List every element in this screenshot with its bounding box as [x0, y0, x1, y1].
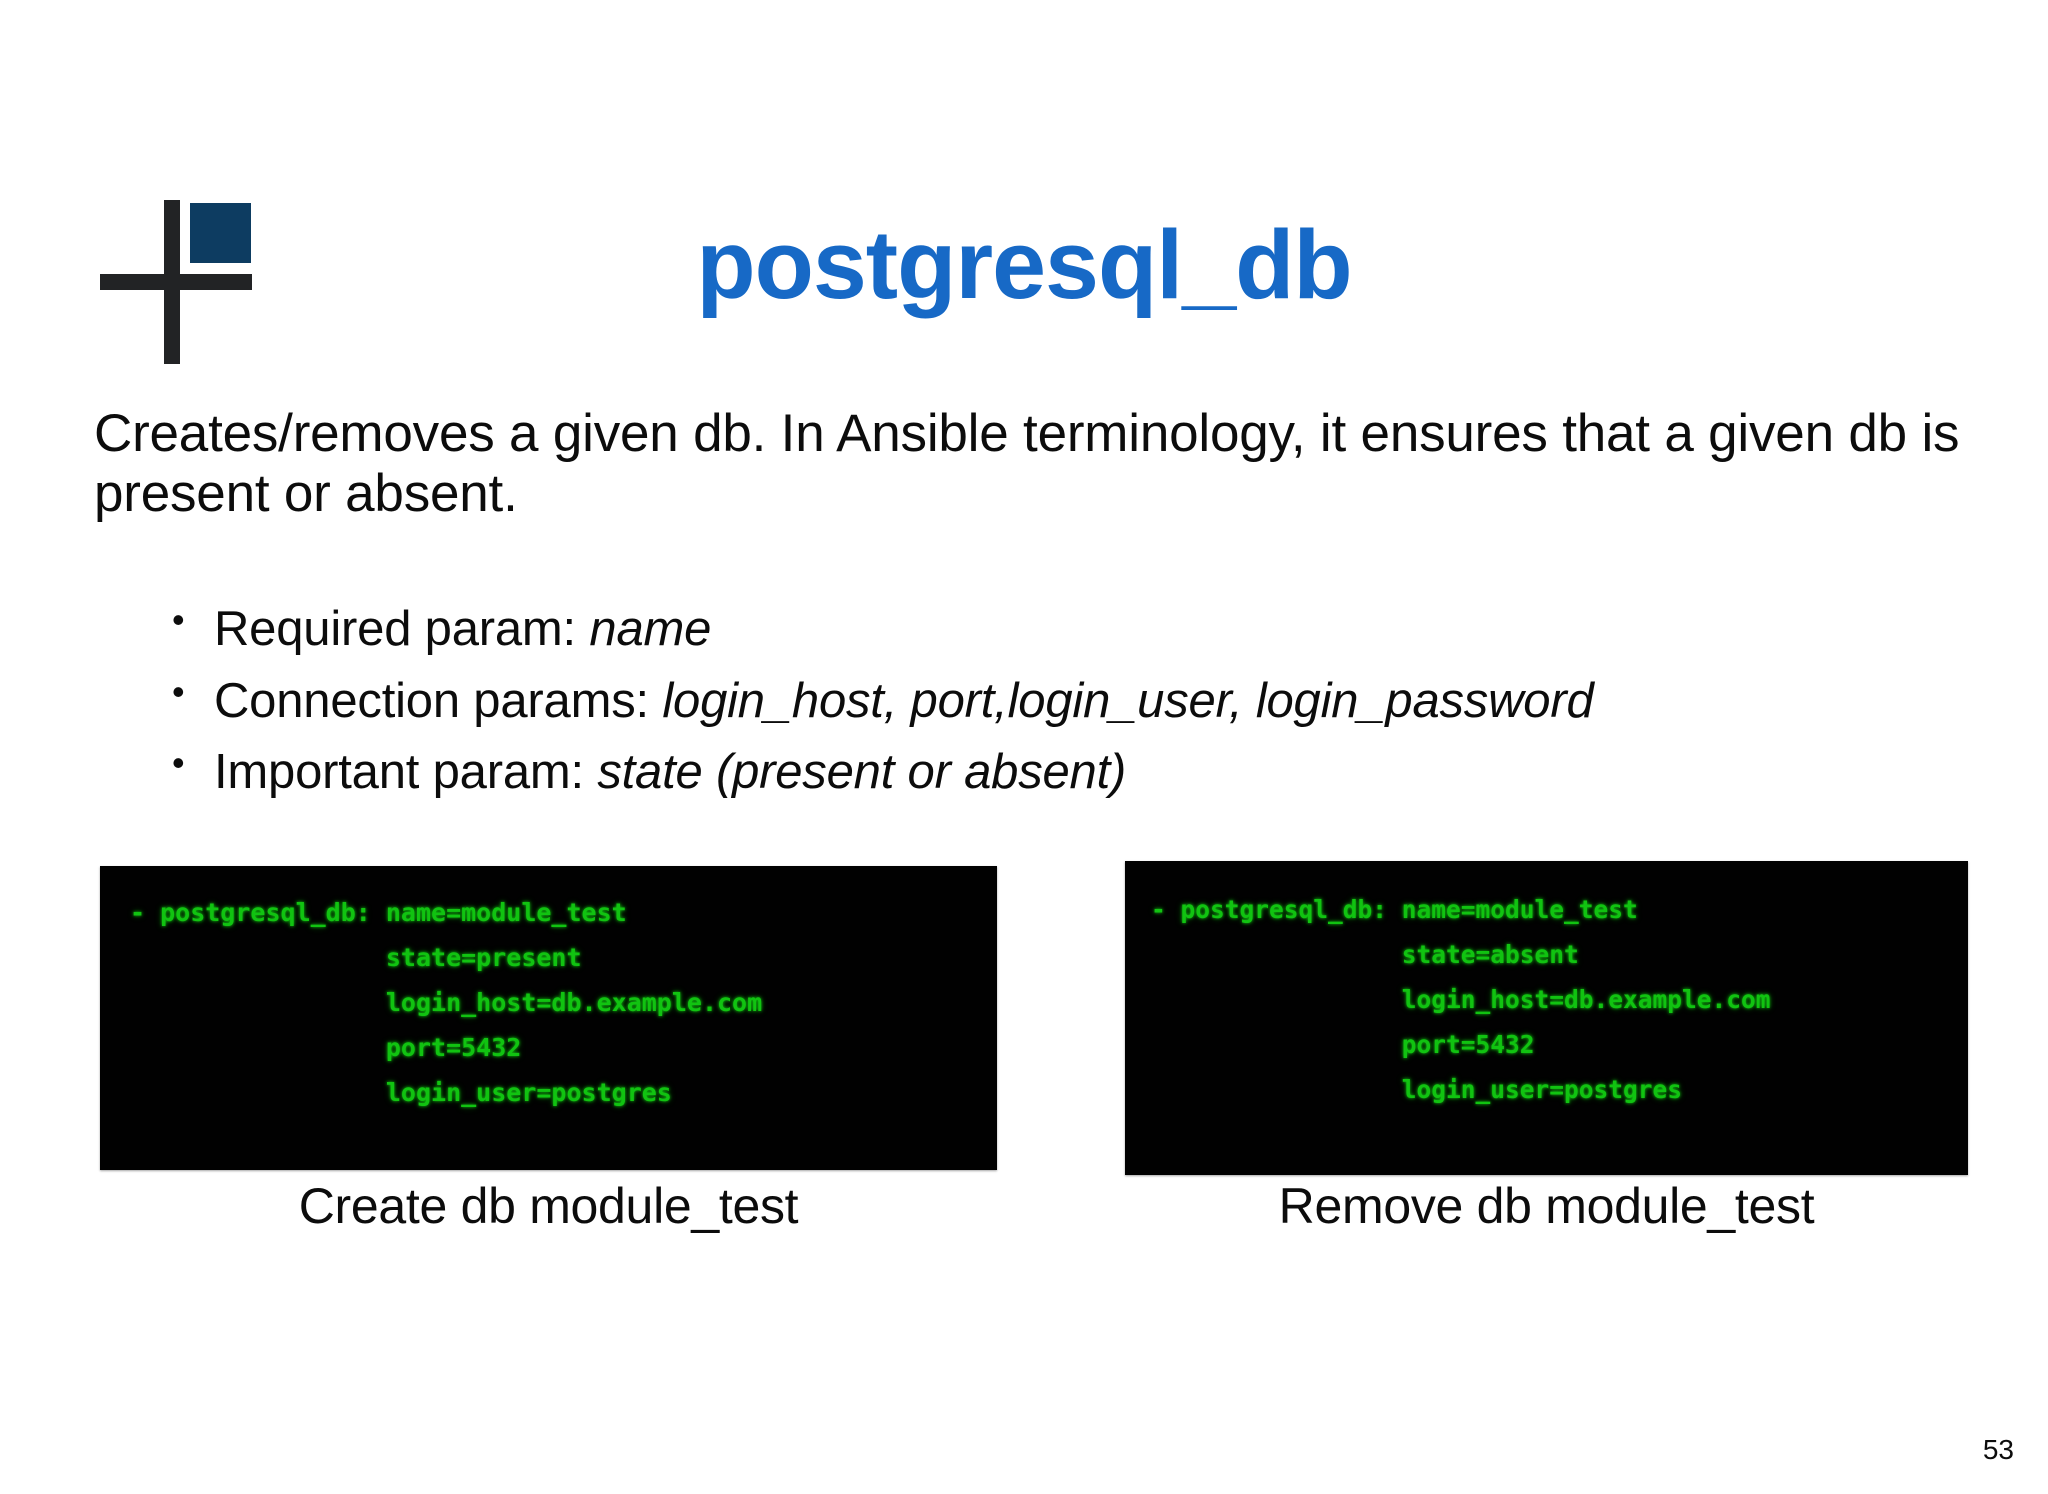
page-number: 53: [1982, 1434, 2014, 1465]
list-item-text: Important param: state (present or absen…: [214, 737, 2002, 809]
bullet-label: Connection params:: [214, 673, 663, 728]
list-item: • Important param: state (present or abs…: [172, 737, 2002, 809]
bullet-emphasis: login_host, port,login_user, login_passw…: [662, 673, 1594, 728]
bullet-dot-icon: •: [172, 742, 185, 784]
terminal-code-remove: - postgresql_db: name=module_test state=…: [1151, 895, 1771, 1104]
list-item: • Required param: name: [172, 594, 2002, 666]
bullet-label: Important param:: [214, 745, 598, 800]
logo-blue-square: [190, 203, 251, 263]
caption-create: Create db module_test: [298, 1178, 799, 1234]
list-item-text: Required param: name: [214, 594, 2002, 666]
terminal-screenshot-remove: - postgresql_db: name=module_test state=…: [1125, 861, 1968, 1175]
list-item-text: Connection params: login_host, port,logi…: [214, 666, 2002, 738]
intro-paragraph: Creates/removes a given db. In Ansible t…: [94, 404, 1960, 524]
caption-remove: Remove db module_test: [1278, 1178, 1815, 1234]
terminal-screenshot-create: - postgresql_db: name=module_test state=…: [100, 866, 997, 1170]
bullet-emphasis: state (present or absent): [597, 745, 1127, 800]
terminal-code-create: - postgresql_db: name=module_test state=…: [130, 898, 763, 1107]
logo-cross-horizontal-bar: [100, 274, 252, 290]
bullet-dot-icon: •: [172, 599, 185, 640]
list-item: • Connection params: login_host, port,lo…: [172, 666, 2002, 738]
brand-logo: [96, 196, 256, 364]
slide-title: postgresql_db: [696, 210, 1352, 319]
param-bullet-list: • Required param: name • Connection para…: [172, 594, 2002, 809]
bullet-label: Required param:: [214, 602, 590, 656]
bullet-dot-icon: •: [172, 670, 185, 712]
bullet-emphasis: name: [589, 602, 712, 656]
